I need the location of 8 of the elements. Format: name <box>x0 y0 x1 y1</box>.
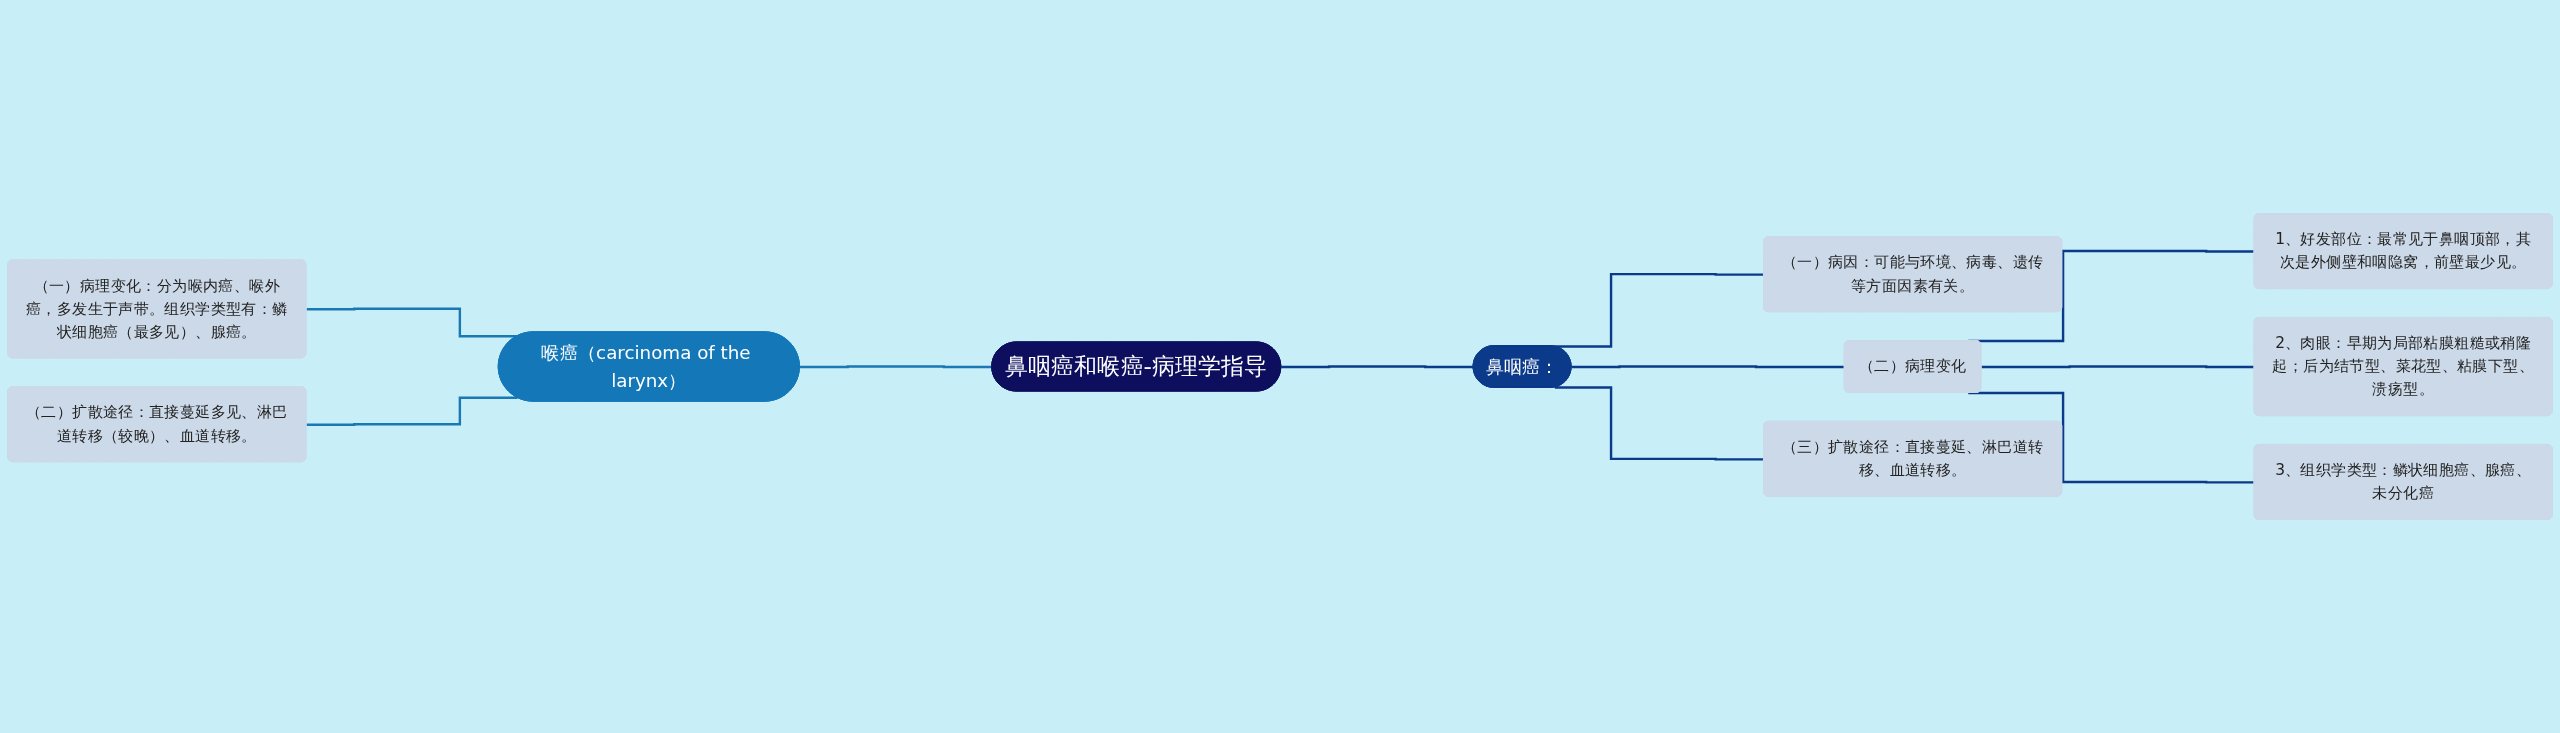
connector <box>1281 365 1474 369</box>
connector <box>1968 391 2255 484</box>
connector <box>1554 386 1764 461</box>
connector <box>799 365 993 369</box>
connector <box>1981 365 2255 369</box>
connector <box>1571 365 1845 369</box>
connector <box>306 396 518 426</box>
connector <box>1554 272 1764 348</box>
